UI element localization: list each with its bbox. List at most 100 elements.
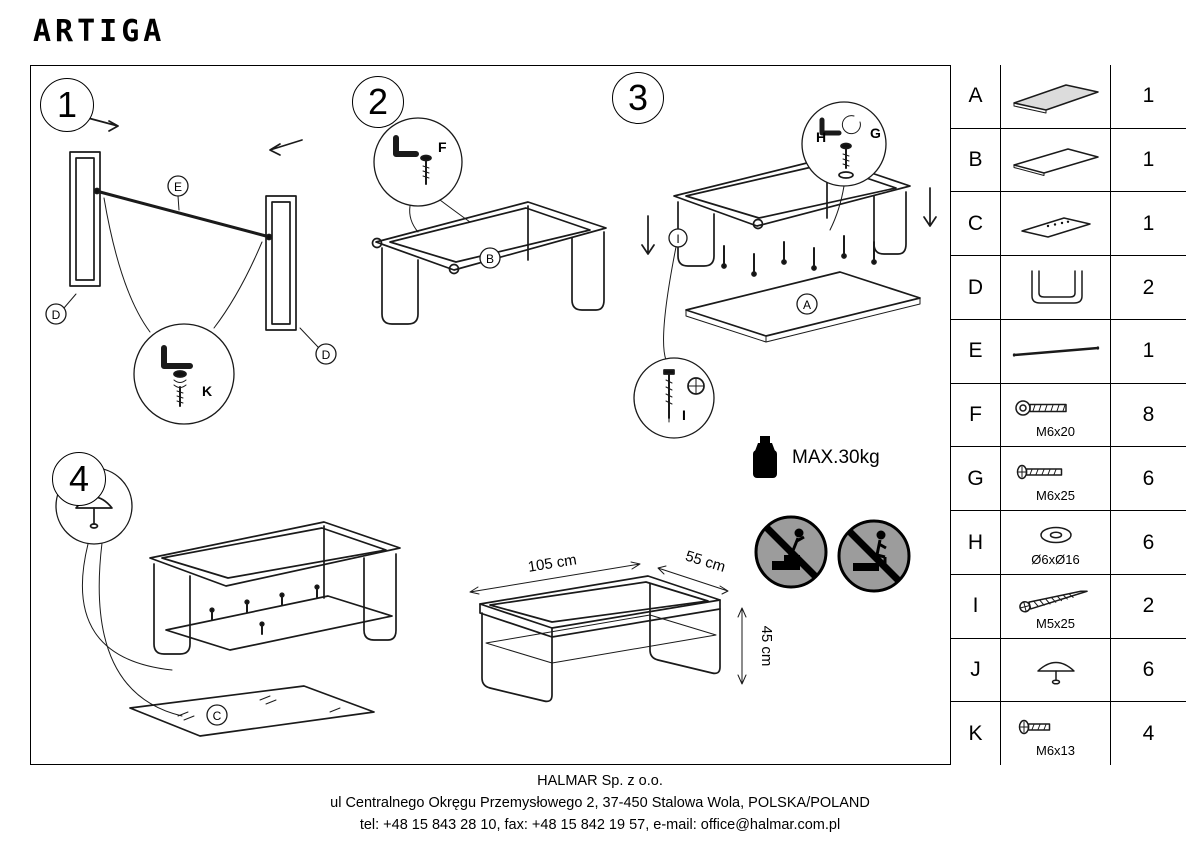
part-qty: 6: [1142, 466, 1155, 490]
part-c-icon: [1001, 192, 1111, 256]
step-number-label: 1: [56, 84, 78, 125]
company-address: ul Centralnego Okręgu Przemysłowego 2, 3…: [330, 795, 870, 811]
part-qty: 1: [1142, 84, 1155, 108]
part-letter: F: [951, 383, 1001, 447]
leg-right: [649, 583, 721, 675]
screw-g-icon: [840, 142, 852, 150]
part-qty: 2: [1142, 594, 1155, 618]
table-row: E 1: [951, 319, 1186, 384]
part-qty: 6: [1142, 657, 1155, 681]
part-letter: B: [951, 128, 1001, 192]
washer-h-icon: [838, 171, 854, 179]
company-name: HALMAR Sp. z o.o.: [537, 773, 663, 789]
part-letter: D: [951, 256, 1001, 319]
part-qty: 6: [1142, 530, 1155, 554]
svg-text:G: G: [870, 125, 881, 141]
part-qty: 4: [1142, 721, 1155, 745]
leg-right: [363, 553, 397, 641]
part-b-icon: [1001, 128, 1111, 192]
svg-text:I: I: [676, 232, 679, 246]
table-top-inner: [161, 527, 387, 579]
weight-icon: [753, 436, 777, 478]
step-number-label: 3: [627, 77, 649, 118]
svg-text:D: D: [52, 308, 61, 322]
dimensions-diagram: 105 cm 55 cm 45 cm: [469, 548, 775, 703]
part-e-icon: [1001, 319, 1111, 383]
company-contact: tel: +48 15 843 28 10, fax: +48 15 842 1…: [359, 817, 841, 833]
part-letter: G: [951, 447, 1001, 511]
screw-k-icon: [173, 370, 187, 378]
part-f-icon: M6x20: [1001, 383, 1111, 447]
arrow-right-icon: [87, 117, 119, 132]
part-d-icon: [1001, 256, 1111, 319]
part-spec: M6x25: [1035, 487, 1076, 503]
svg-text:C: C: [213, 709, 222, 723]
callout-c: [206, 704, 228, 726]
table-row: G M6x25 6: [951, 447, 1186, 512]
glide-studs: [209, 584, 320, 635]
part-j-icon: [1001, 638, 1111, 702]
svg-text:B: B: [486, 252, 494, 266]
part-g-icon: M6x25: [1001, 447, 1111, 511]
step1-diagram: E D D K: [45, 117, 337, 425]
part-i-icon: M5x25: [1001, 574, 1111, 638]
arrow-down-icon: [923, 187, 937, 227]
allen-key-icon: [819, 117, 842, 136]
no-climbing-icon: [754, 515, 828, 589]
part-letter: K: [951, 702, 1001, 766]
frame-d-right: [265, 195, 297, 331]
step4-diagram: C J: [55, 467, 401, 737]
arrow-left-icon: [269, 139, 303, 156]
table-row: A 1: [951, 65, 1186, 129]
table-row: F M6x20 8: [951, 383, 1186, 448]
svg-text:I: I: [682, 407, 686, 423]
callout-d: [45, 303, 67, 325]
svg-text:45 cm: 45 cm: [758, 626, 775, 667]
dim-width-line: [469, 561, 641, 595]
table-top-outer: [149, 521, 401, 587]
detail-circle-f: [373, 117, 463, 207]
allen-key-icon: [161, 345, 193, 369]
part-letter: H: [951, 511, 1001, 574]
frame-inner: [685, 163, 897, 219]
shelf: [165, 595, 393, 651]
phillips-icon: [687, 377, 705, 395]
svg-text:F: F: [438, 139, 447, 155]
callout-d: [315, 343, 337, 365]
max-load-note: MAX.30kg: [748, 434, 880, 482]
svg-text:D: D: [322, 348, 331, 362]
step-number-label: 2: [367, 81, 389, 122]
part-spec: M6x13: [1035, 742, 1076, 758]
part-spec: M5x25: [1035, 616, 1076, 632]
table-row: J 6: [951, 638, 1186, 703]
frame-b-inner: [389, 207, 591, 263]
parts-table: A 1 B 1 C 1 D: [950, 65, 1186, 766]
part-spec: M6x20: [1035, 424, 1076, 440]
step3-diagram: A H G I I: [633, 101, 937, 439]
part-a-icon: [1001, 65, 1111, 128]
allen-key-icon: [393, 135, 419, 157]
step-3-number: 3: [612, 72, 664, 124]
callout-i: [668, 228, 688, 248]
callout-a: [796, 293, 818, 315]
screws-up: [721, 235, 877, 277]
glass-c: [129, 685, 375, 737]
footer: HALMAR Sp. z o.o. ul Centralnego Okręgu …: [0, 770, 1200, 836]
part-letter: E: [951, 319, 1001, 383]
frame-d-left: [69, 151, 101, 287]
part-letter: A: [951, 65, 1001, 128]
leg-right: [873, 191, 907, 255]
part-qty: 1: [1142, 339, 1155, 363]
svg-text:K: K: [202, 383, 212, 399]
part-qty: 1: [1142, 148, 1155, 172]
table-row: K M6x13 4: [951, 702, 1186, 766]
arrow-down-icon: [641, 215, 655, 255]
leg-left: [481, 612, 553, 703]
table-row: I M5x25 2: [951, 574, 1186, 639]
max-load-label: MAX.30kg: [792, 447, 880, 468]
table-row: B 1: [951, 128, 1186, 193]
leg-right: [571, 231, 605, 311]
part-qty: 2: [1142, 275, 1155, 299]
part-letter: I: [951, 574, 1001, 638]
